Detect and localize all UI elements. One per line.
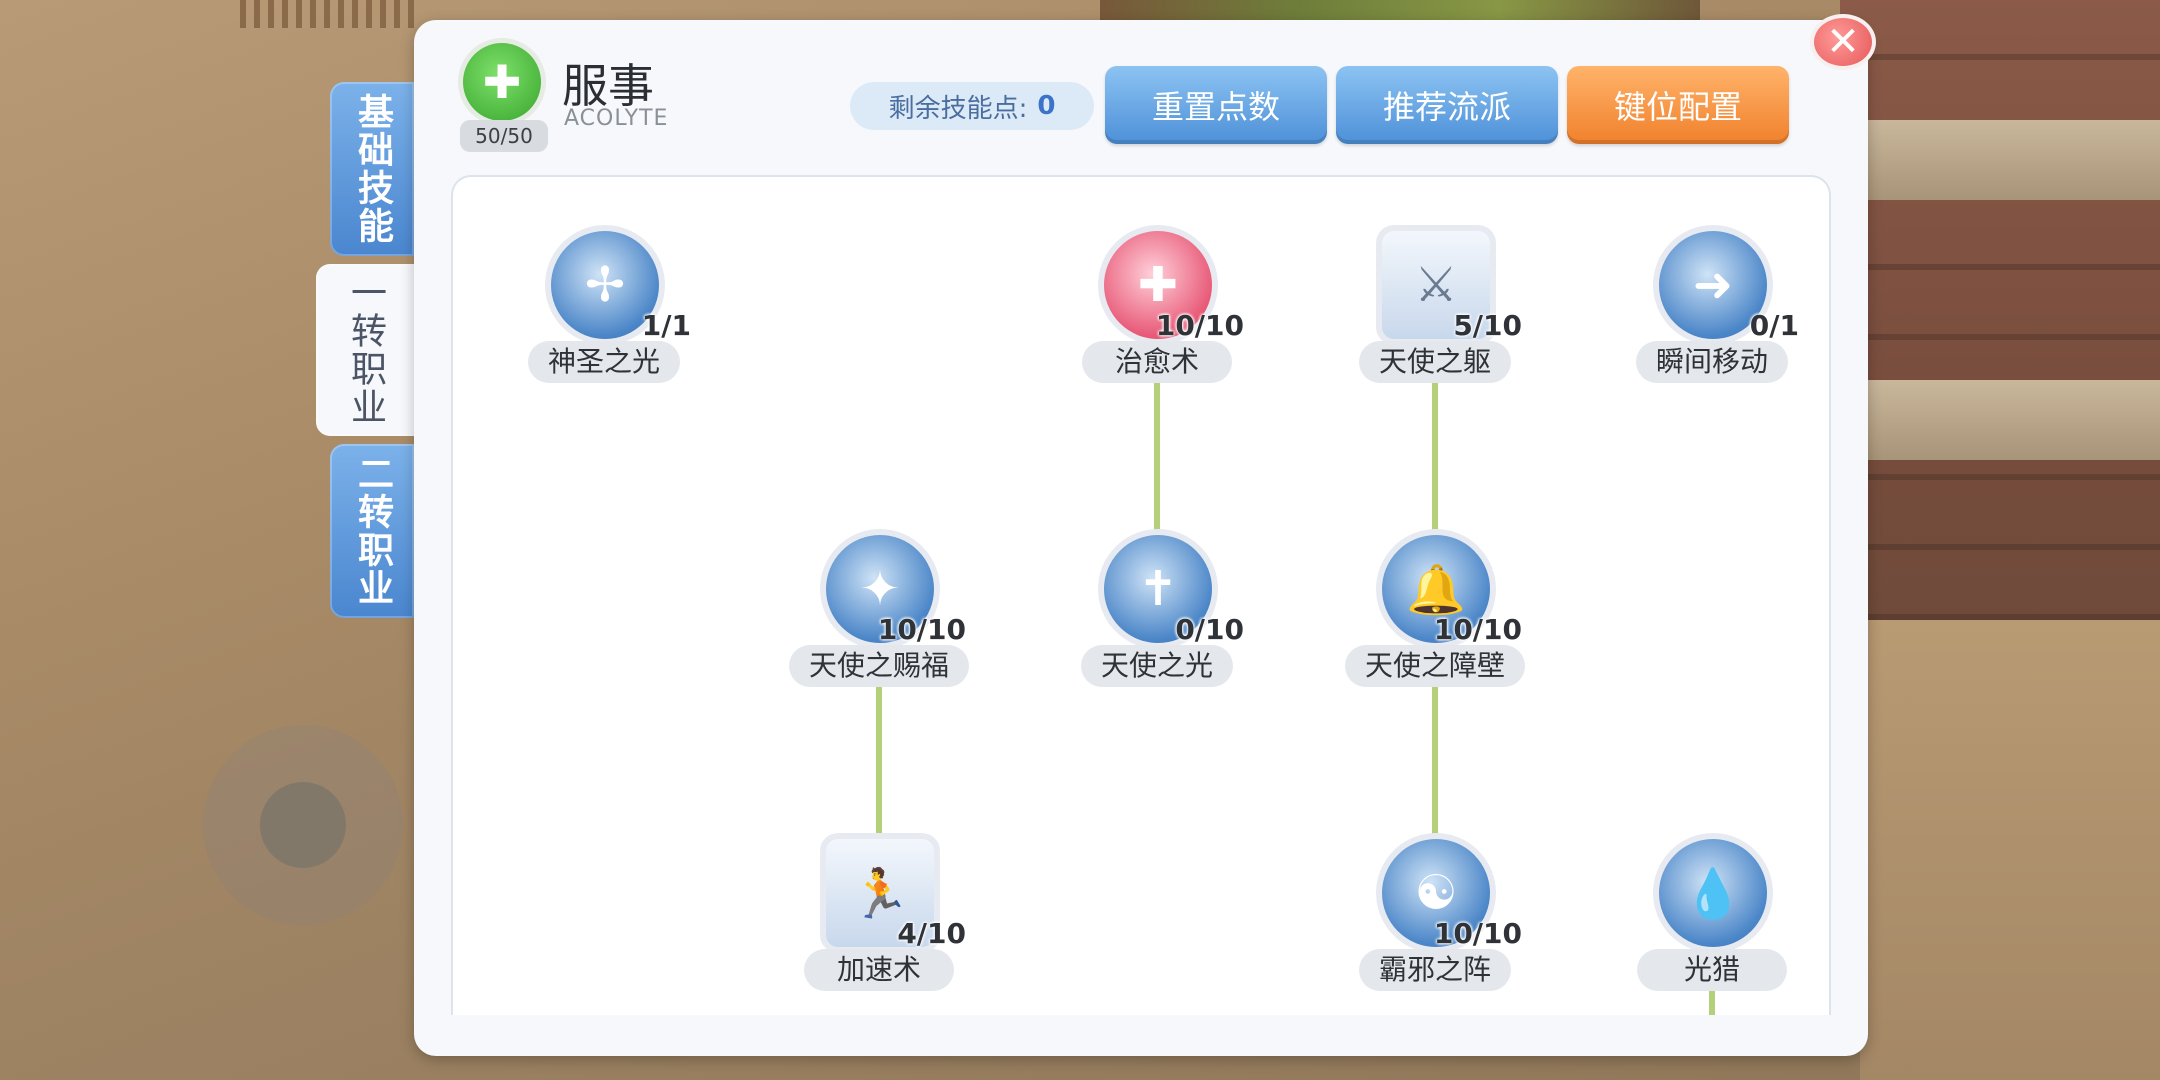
acolyte-class-icon: ✚ xyxy=(458,38,546,126)
tab-second-job[interactable]: 二转职业 xyxy=(330,444,414,618)
skill-teleport[interactable]: ➜ 0/1 瞬间移动 xyxy=(1619,225,1805,395)
skill-points-label: 剩余技能点: xyxy=(888,93,1028,124)
skill-name: 加速术 xyxy=(804,949,954,991)
skill-angel-barrier[interactable]: 🔔 10/10 天使之障壁 xyxy=(1342,529,1528,699)
skill-angel-light[interactable]: ✝ 0/10 天使之光 xyxy=(1064,529,1250,699)
skill-heal[interactable]: ✚ 10/10 治愈术 xyxy=(1064,225,1250,395)
close-button[interactable]: ✕ xyxy=(1810,14,1876,70)
virtual-joystick[interactable] xyxy=(203,725,403,925)
skill-name: 天使之躯 xyxy=(1358,341,1512,383)
class-name-en: ACOLYTE xyxy=(564,106,669,131)
skill-name: 光猎 xyxy=(1637,949,1787,991)
skill-name: 天使之障壁 xyxy=(1344,645,1526,687)
speed-runner-icon: 🏃 xyxy=(820,833,940,953)
skill-increase-agility[interactable]: 🏃 4/10 加速术 xyxy=(786,833,972,1003)
close-icon: ✕ xyxy=(1826,19,1860,65)
skill-level: 5/10 xyxy=(1453,309,1522,342)
class-name: 服事 xyxy=(562,59,654,113)
heal-cross-icon: ✚ xyxy=(1098,225,1218,345)
cross-light-icon: ✝ xyxy=(1098,529,1218,649)
skill-level: 10/10 xyxy=(1433,917,1522,950)
sparkle-blessing-icon: ✦ xyxy=(820,529,940,649)
skill-tree: ✢ 1/1 神圣之光 ✚ 10/10 治愈术 ⚔ 5/10 天使之躯 ➜ 0/1… xyxy=(451,175,1831,1015)
skill-level: 10/10 xyxy=(1433,613,1522,646)
skill-angel-blessing[interactable]: ✦ 10/10 天使之赐福 xyxy=(786,529,972,699)
background-brick-wall xyxy=(1840,0,2160,620)
light-drop-icon: 💧 xyxy=(1653,833,1773,953)
skill-holy-light[interactable]: ✢ 1/1 神圣之光 xyxy=(511,225,697,395)
skill-level: 0/1 xyxy=(1749,309,1799,342)
skill-connector xyxy=(1709,987,1715,1015)
skill-connector xyxy=(1154,382,1160,532)
skill-name: 瞬间移动 xyxy=(1635,341,1789,383)
joystick-knob[interactable] xyxy=(260,782,346,868)
skill-name: 霸邪之阵 xyxy=(1358,949,1512,991)
teleport-icon: ➜ xyxy=(1653,225,1773,345)
class-level-badge: 50/50 xyxy=(460,120,548,152)
tab-label: 二转职业 xyxy=(352,455,393,607)
skill-level: 4/10 xyxy=(897,917,966,950)
skill-angel-body[interactable]: ⚔ 5/10 天使之躯 xyxy=(1342,225,1528,395)
background-fence xyxy=(240,0,420,28)
tab-first-job[interactable]: 一转职业 xyxy=(316,264,414,436)
skill-connector xyxy=(876,687,882,837)
bell-icon: 🔔 xyxy=(1376,529,1496,649)
skill-name: 天使之赐福 xyxy=(788,645,970,687)
skill-ward[interactable]: ☯ 10/10 霸邪之阵 xyxy=(1342,833,1528,1003)
recommend-build-button[interactable]: 推荐流派 xyxy=(1336,66,1558,144)
angel-body-icon: ⚔ xyxy=(1376,225,1496,345)
skill-points-value: 0 xyxy=(1037,91,1056,121)
skill-level: 10/10 xyxy=(1155,309,1244,342)
skill-light-hunt[interactable]: 💧 光猎 xyxy=(1619,833,1805,1003)
skill-level: 0/10 xyxy=(1175,613,1244,646)
skill-connector xyxy=(1432,382,1438,532)
ward-icon: ☯ xyxy=(1376,833,1496,953)
skill-level: 10/10 xyxy=(877,613,966,646)
background-step xyxy=(1860,380,2160,460)
tab-basic-skills[interactable]: 基础技能 xyxy=(330,82,414,256)
skill-name: 神圣之光 xyxy=(527,341,681,383)
background-ground xyxy=(1860,620,2160,1080)
background-step xyxy=(1860,120,2160,200)
skill-name: 治愈术 xyxy=(1082,341,1232,383)
skill-name: 天使之光 xyxy=(1080,645,1234,687)
skill-level: 1/1 xyxy=(641,309,691,342)
skill-connector xyxy=(1432,687,1438,837)
keybind-config-button[interactable]: 键位配置 xyxy=(1567,66,1789,144)
tab-label: 基础技能 xyxy=(352,93,393,245)
remaining-skill-points: 剩余技能点: 0 xyxy=(850,82,1094,130)
tab-label: 一转职业 xyxy=(345,274,386,426)
reset-points-button[interactable]: 重置点数 xyxy=(1105,66,1327,144)
